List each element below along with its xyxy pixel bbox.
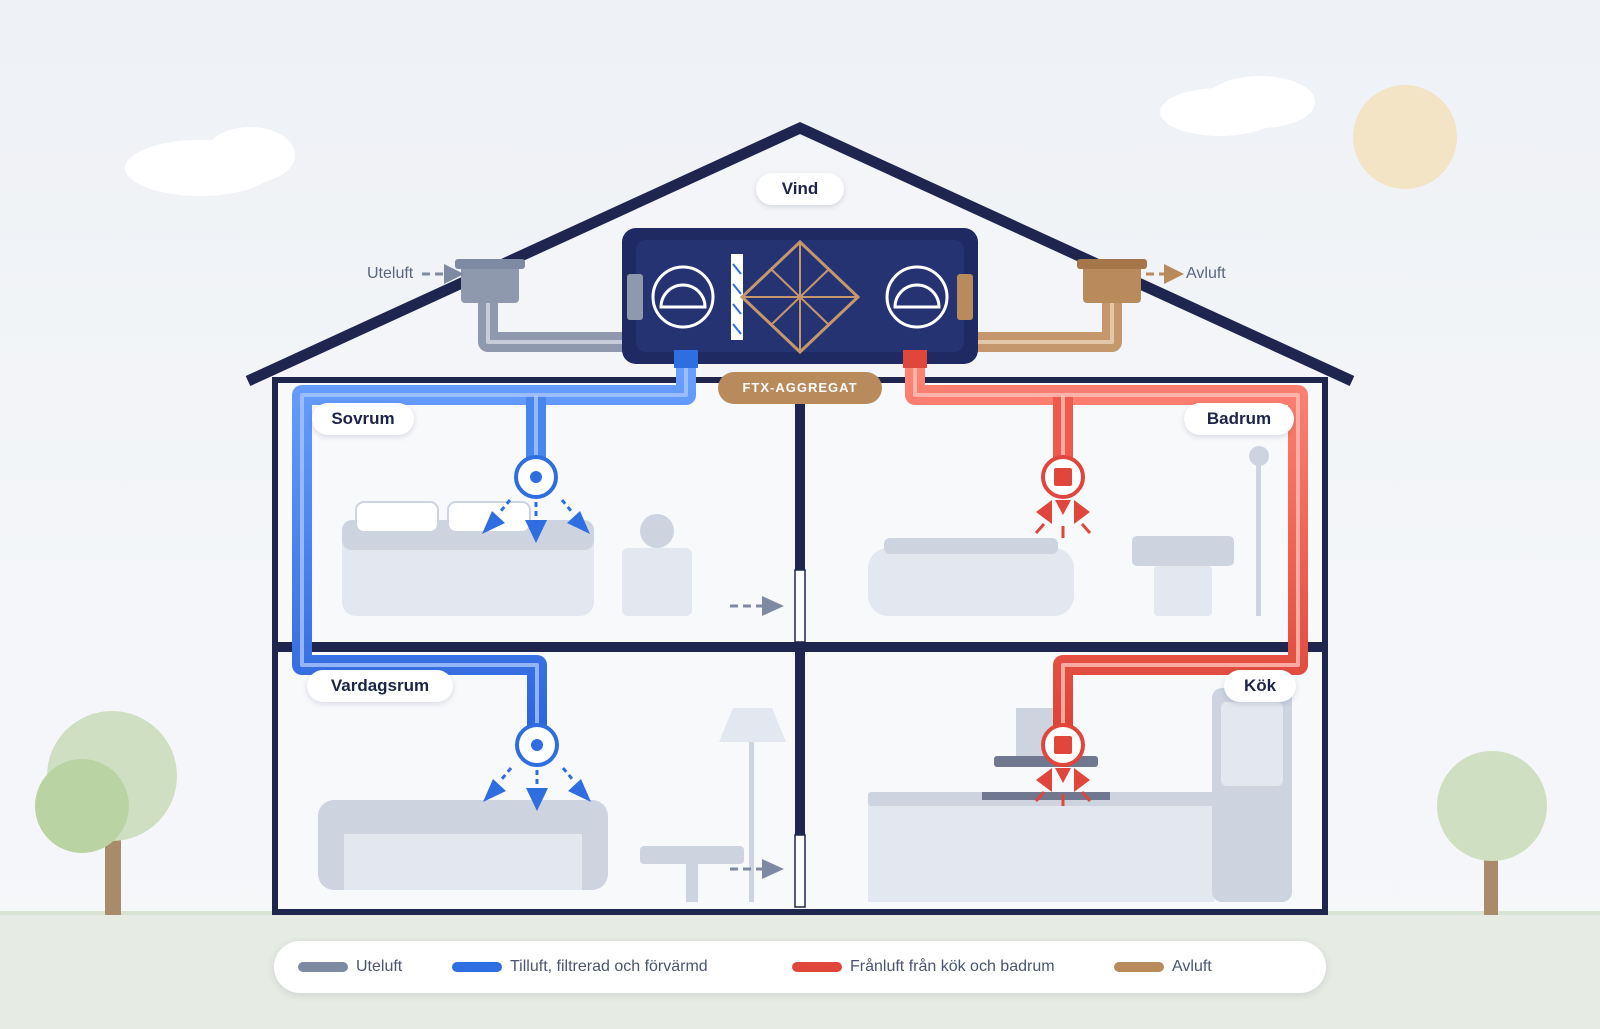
supply-diffuser-living-room-icon <box>483 723 591 811</box>
legend-label-extract-air: Frånluft från kök och badrum <box>850 958 1055 975</box>
ftx-unit-label: FTX-AGGREGAT <box>718 372 882 404</box>
bathtub-icon <box>868 538 1074 616</box>
nightstand-lamp-icon <box>622 514 692 616</box>
kitchen-counter-icon <box>868 792 1214 902</box>
exhaust-air-label: Avluft <box>1186 265 1226 282</box>
extract-air-duct <box>905 360 1308 730</box>
ftx-unit <box>622 228 978 368</box>
legend-label-outdoor-air: Uteluft <box>356 958 403 975</box>
tree-right-icon <box>1437 751 1547 915</box>
transfer-arrow-upper-icon <box>730 596 784 616</box>
extract-fan-icon <box>885 265 949 329</box>
room-label-bathroom: Badrum <box>1184 403 1294 435</box>
extract-inlet <box>903 350 927 368</box>
legend-item-exhaust-air: Avluft <box>1114 941 1212 993</box>
outdoor-air-duct <box>455 259 628 352</box>
extract-valve-kitchen-icon <box>1034 723 1092 806</box>
legend-label-supply-air: Tilluft, filtrerad och förvärmd <box>510 958 708 975</box>
legend: Uteluft Tilluft, filtrerad och förvärmd … <box>274 941 1326 993</box>
exhaust-air-arrow-icon <box>1146 264 1184 284</box>
heat-exchanger-icon <box>739 239 861 355</box>
room-label-living-room: Vardagsrum <box>307 670 453 702</box>
tree-left-icon <box>35 711 177 915</box>
roof <box>245 121 1355 386</box>
legend-label-exhaust-air: Avluft <box>1172 958 1212 975</box>
legend-swatch-outdoor-air <box>298 962 348 972</box>
supply-fan-icon <box>651 265 715 329</box>
room-label-kitchen: Kök <box>1224 670 1296 702</box>
legend-item-outdoor-air: Uteluft <box>298 941 402 993</box>
transfer-arrow-lower-icon <box>730 859 784 879</box>
cloud-right <box>1160 76 1315 136</box>
cloud-left <box>125 127 295 196</box>
sofa-icon <box>318 800 608 890</box>
filter-icon <box>731 254 743 340</box>
legend-swatch-supply-air <box>452 962 502 972</box>
exhaust-air-duct <box>974 259 1147 352</box>
room-label-bedroom: Sovrum <box>312 403 414 435</box>
extract-valve-bathroom-icon <box>1034 455 1092 538</box>
legend-swatch-exhaust-air <box>1114 962 1164 972</box>
shower-icon <box>1249 446 1269 616</box>
door-gap-upper <box>794 569 806 643</box>
floor-lamp-icon <box>719 708 786 902</box>
supply-diffuser-bedroom-icon <box>482 455 590 543</box>
attic-label: Vind <box>756 173 844 205</box>
legend-item-extract-air: Frånluft från kök och badrum <box>792 941 1055 993</box>
outdoor-air-arrow-icon <box>422 264 464 284</box>
supply-outlet <box>674 350 698 368</box>
legend-item-supply-air: Tilluft, filtrerad och förvärmd <box>452 941 708 993</box>
legend-swatch-extract-air <box>792 962 842 972</box>
sink-icon <box>1132 536 1234 616</box>
sun-icon <box>1353 85 1457 189</box>
door-gap-lower <box>794 834 806 908</box>
side-table-icon <box>640 846 744 902</box>
fridge-icon <box>1212 688 1292 902</box>
outdoor-air-label: Uteluft <box>367 265 414 282</box>
supply-air-duct <box>292 360 696 730</box>
